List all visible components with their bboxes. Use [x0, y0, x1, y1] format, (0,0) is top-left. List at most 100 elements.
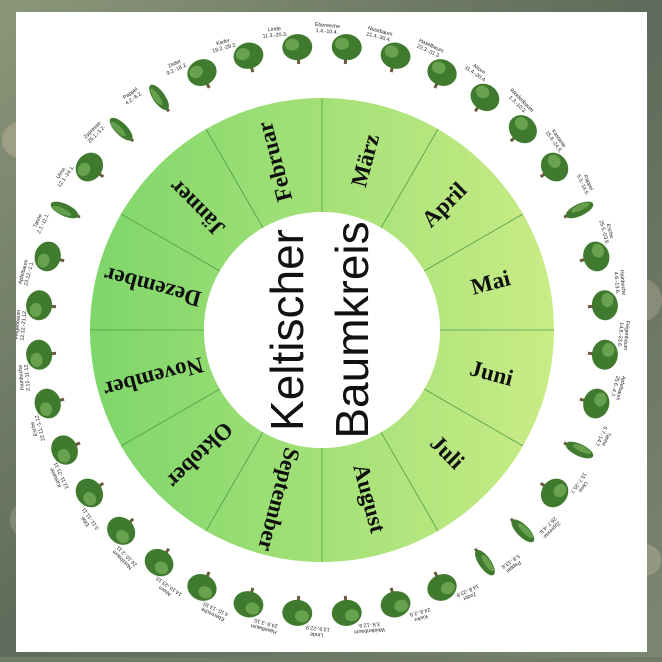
tree-dates: 24.8.-2.9. — [408, 606, 431, 618]
tree-icon — [144, 547, 174, 577]
tree-icon — [331, 595, 362, 626]
tree-dates: 13.9.-22.9. — [304, 624, 330, 632]
month-divider — [423, 388, 524, 447]
tree-name: Linde — [310, 630, 323, 637]
tree-name: Zeder — [167, 58, 182, 69]
tree-name: Hainbuche — [18, 365, 26, 391]
tree-name: Tanne — [32, 213, 44, 229]
tree-icon — [34, 388, 65, 419]
tree-name: Tanne — [600, 431, 612, 447]
tree-dates: 4.6.-13.6. — [612, 272, 620, 295]
center-title: Keltischer Baumkreis — [261, 221, 378, 438]
month-ring — [90, 98, 554, 562]
month-divider — [120, 213, 221, 272]
tree-icon — [233, 42, 264, 73]
tree-icon — [149, 84, 171, 113]
tree-icon — [51, 435, 81, 465]
tree-icon — [331, 34, 362, 65]
tree-name: Zeder — [462, 590, 477, 601]
tree-name: Feigenbaum — [16, 309, 22, 339]
tree-dates: 14.6.-23.6. — [616, 322, 624, 348]
tree-icon — [509, 517, 535, 543]
month-divider — [120, 388, 221, 447]
tree-name: Weidenbaum — [353, 626, 385, 635]
month-divider — [205, 431, 264, 532]
tree-name: Esche — [605, 223, 615, 239]
month-divider — [380, 128, 439, 229]
tree-labels: Linde11.3.-20.3.Eberesche1.4.-10.4.Nussb… — [14, 22, 631, 638]
month-divider — [380, 431, 439, 532]
tree-icon — [75, 152, 105, 182]
tree-icon — [380, 42, 411, 73]
tree-illustrations — [26, 34, 618, 626]
tree-name: Hainbuche — [618, 270, 626, 296]
month-divider — [423, 213, 524, 272]
tree-name: Kiefer — [413, 613, 428, 622]
tree-icon — [587, 339, 618, 370]
tree-icon — [233, 587, 264, 618]
tree-icon — [427, 59, 457, 89]
tree-icon — [34, 241, 65, 272]
tree-icon — [380, 587, 411, 618]
tree-icon — [563, 201, 594, 219]
tree-name: Esche — [30, 421, 40, 437]
tree-icon — [187, 59, 217, 89]
tree-icon — [427, 571, 457, 601]
tree-circle-graphic: Linde11.3.-20.3.Eberesche1.4.-10.4.Nussb… — [14, 22, 631, 638]
tree-name: Linde — [268, 26, 281, 33]
tree-icon — [539, 152, 569, 182]
tree-icon — [539, 478, 569, 508]
tree-name: Kiefer — [216, 38, 231, 47]
tree-icon — [75, 478, 105, 508]
tree-name: Feigenbaum — [622, 320, 631, 350]
tree-dates: 11.3.-20.3. — [262, 32, 287, 40]
tree-icon — [109, 117, 135, 143]
tree-dates: 3.9.-12.9. — [358, 620, 381, 628]
tree-icon — [579, 388, 610, 419]
tree-dates: 25.6.-4.7. — [609, 375, 621, 398]
tree-icon — [107, 516, 136, 545]
tree-dates: 1.4.-10.4. — [315, 28, 338, 36]
tree-icon — [50, 201, 81, 219]
tree-icon — [282, 34, 313, 65]
tree-icon — [473, 547, 495, 576]
tree-icon — [26, 290, 57, 321]
tree-icon — [470, 83, 500, 113]
tree-icon — [563, 441, 594, 459]
tree-icon — [587, 290, 618, 321]
tree-icon — [26, 339, 57, 370]
tree-dates: 2.12.-11.12. — [23, 363, 31, 391]
tree-icon — [187, 571, 217, 601]
